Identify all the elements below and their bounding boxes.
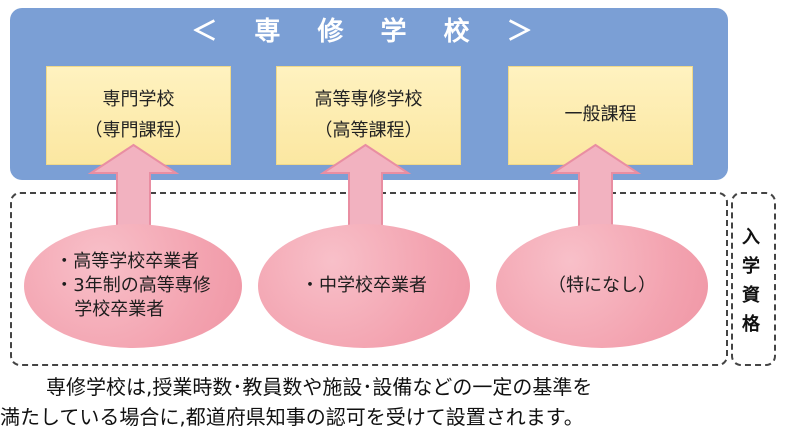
school-name: 高等専修学校 xyxy=(314,89,423,110)
vertical-label-char: 入 xyxy=(742,227,760,248)
footer-note: 専修学校は,授業時数･教員数や施設･設備などの一定の基準を 満たしている場合に,… xyxy=(0,372,793,432)
requirement-line: ・中学校卒業者 xyxy=(301,274,427,296)
requirement-line: ・3年制の高等専修 xyxy=(55,274,211,296)
page-title: ＜ 専 修 学 校 ＞ xyxy=(191,17,547,47)
school-name: 専門学校 xyxy=(102,89,175,110)
requirement-line: ・高等学校卒業者 xyxy=(55,250,200,272)
admission-label-dashed-box xyxy=(731,192,776,366)
requirement-ellipse-vocational: ・高等学校卒業者 ・3年制の高等専修 学校卒業者 xyxy=(24,224,242,348)
footer-line: 満たしている場合に,都道府県知事の認可を受けて設置されます。 xyxy=(0,405,584,429)
school-name: 一般課程 xyxy=(564,104,637,126)
requirement-ellipse-general: （特になし） xyxy=(496,224,708,348)
admission-requirements-label: 入 学 資 格 xyxy=(735,207,767,356)
footer-line: 専修学校は,授業時数･教員数や施設･設備などの一定の基準を xyxy=(46,375,593,399)
vertical-label-char: 資 xyxy=(742,285,760,306)
requirement-ellipse-upper-secondary: ・中学校卒業者 xyxy=(258,224,470,348)
requirement-line: 学校卒業者 xyxy=(74,299,165,321)
vertical-label-char: 学 xyxy=(742,256,760,277)
vertical-label-char: 格 xyxy=(742,314,760,335)
school-box-vocational: 専門学校 （専門課程） xyxy=(46,66,231,165)
school-course: （専門課程） xyxy=(84,119,193,141)
requirement-line: （特になし） xyxy=(548,274,656,296)
school-course: （高等課程） xyxy=(314,119,423,141)
